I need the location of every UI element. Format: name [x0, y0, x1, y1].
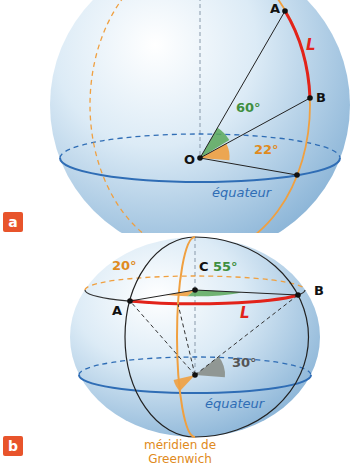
angle-label: 60° — [236, 100, 261, 115]
equator-front — [60, 158, 340, 182]
point — [127, 298, 133, 304]
panel-letter: b — [3, 436, 23, 456]
point — [197, 155, 203, 161]
meridian — [195, 237, 308, 437]
angle-label: 22° — [254, 142, 279, 157]
axis — [195, 237, 196, 375]
angle-label: 55° — [213, 259, 238, 274]
angle-wedge — [200, 144, 230, 161]
globe-b — [70, 237, 320, 437]
equator-label: équateur — [212, 185, 271, 200]
globe-a — [50, 0, 350, 233]
radius — [195, 290, 298, 295]
arc-label: L — [306, 38, 316, 53]
point — [294, 172, 300, 178]
radius — [200, 11, 285, 158]
arc-length — [285, 11, 310, 98]
radius — [195, 295, 298, 375]
point-label: A — [270, 1, 280, 16]
point-label: C — [199, 259, 209, 274]
angle-wedge — [174, 375, 195, 391]
radius — [178, 304, 195, 375]
point — [282, 8, 288, 14]
sphere — [70, 237, 320, 437]
point-label: B — [314, 283, 324, 298]
panel-letter: a — [3, 212, 23, 232]
meridian-front — [200, 0, 310, 233]
radius — [130, 301, 195, 375]
point — [295, 292, 301, 298]
equator-label: équateur — [205, 396, 264, 411]
radius — [200, 98, 310, 158]
panel-letter-text: a — [8, 214, 17, 230]
greenwich-meridian — [177, 237, 195, 437]
point — [192, 372, 198, 378]
angle-wedge — [195, 357, 225, 378]
radius — [130, 290, 195, 301]
radius — [200, 158, 297, 175]
equator-back — [60, 134, 340, 158]
point-label: B — [316, 90, 326, 105]
point-label: A — [112, 303, 122, 318]
meridian-back — [90, 0, 200, 233]
arc-label: L — [240, 306, 250, 321]
point-label: O — [184, 152, 195, 167]
meridian-label: méridien de Greenwich — [125, 438, 235, 466]
point — [192, 287, 198, 293]
sphere — [50, 0, 350, 233]
point — [307, 95, 313, 101]
angle-label: 20° — [112, 258, 137, 273]
angle-label: 30° — [232, 355, 257, 370]
panel-letter-text: b — [8, 438, 18, 454]
